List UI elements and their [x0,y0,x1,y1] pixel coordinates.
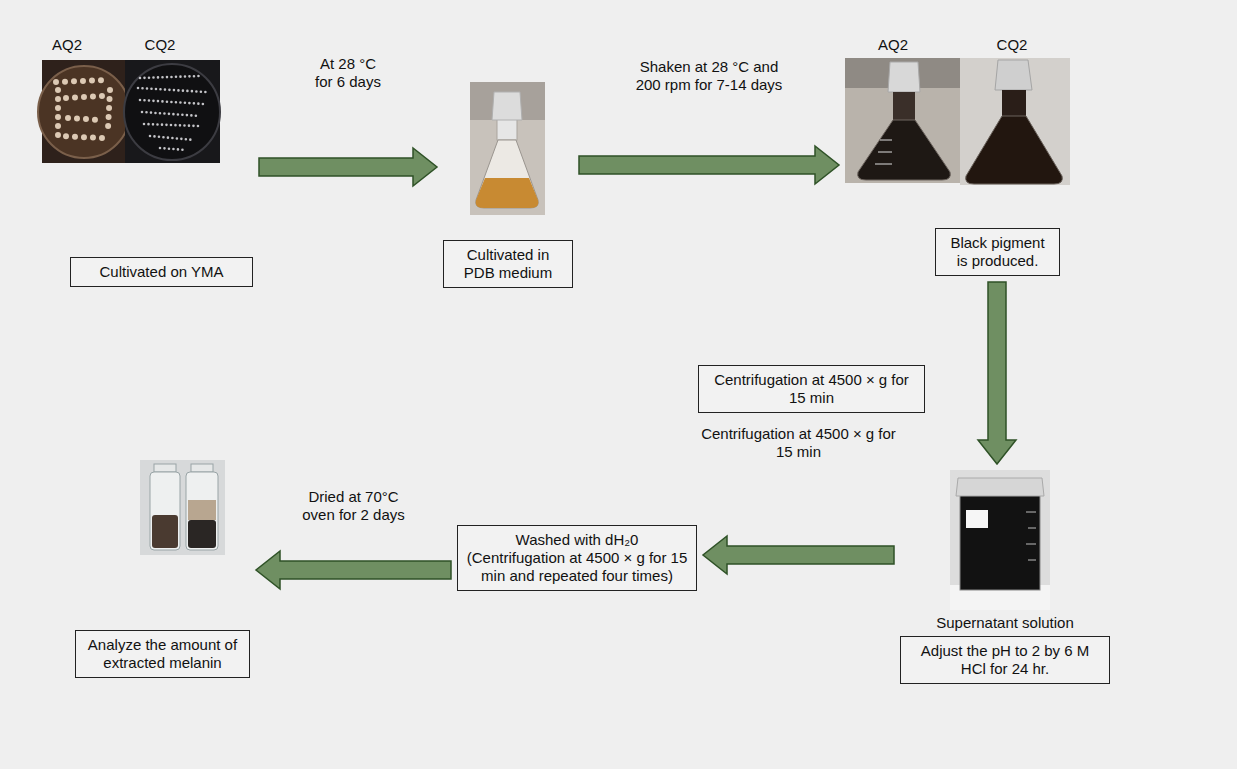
process-stage: Cultivated in PDB medium [443,82,573,288]
block-arrow [579,146,839,184]
flask-photo [845,58,960,183]
arrow-label: Shaken at 28 °C and 200 rpm for 7-14 day… [630,58,788,95]
process-stage: Centrifugation at 4500 × g for 15 min [698,365,925,413]
beaker-photo [950,470,1050,610]
photo-space [845,58,1070,228]
process-box: Black pigment is produced. [935,228,1060,276]
photo-space [900,470,1110,610]
photo-space [42,58,253,257]
photo-space [443,82,573,240]
sample-label: CQ2 [130,36,190,54]
process-stage: Supernatant solutionAdjust the pH to 2 b… [900,470,1110,684]
vial-photo [140,460,225,555]
process-box: Cultivated in PDB medium [443,240,573,288]
photo-space [75,460,250,630]
block-arrow [256,551,451,589]
petri-dish-photo [38,60,130,163]
process-box: Analyze the amount of extracted melanin [75,630,250,678]
process-box: Centrifugation at 4500 × g for 15 min [698,365,925,413]
block-arrow [978,282,1016,464]
process-box: Washed with dH₂0 (Centrifugation at 4500… [457,525,697,591]
process-box: Cultivated on YMA [70,257,253,287]
arrow-label: Dried at 70°C oven for 2 days [296,488,411,525]
arrow-label: Centrifugation at 4500 × g for 15 min [701,425,896,462]
petri-dish-photo [124,60,220,163]
block-arrow [703,536,894,574]
stage-caption: Supernatant solution [900,614,1110,632]
flask-photo [960,58,1070,185]
flask-photo [470,82,545,215]
process-stage: Washed with dH₂0 (Centrifugation at 4500… [457,525,697,591]
process-stage: Cultivated on YMA [42,58,253,287]
process-stage: Black pigment is produced. [845,58,1070,276]
sample-label: CQ2 [982,36,1042,54]
sample-label: AQ2 [863,36,923,54]
process-box: Adjust the pH to 2 by 6 M HCl for 24 hr. [900,636,1110,684]
arrow-label: At 28 °C for 6 days [312,55,384,92]
sample-label: AQ2 [37,36,97,54]
block-arrow [259,148,437,186]
process-stage: Analyze the amount of extracted melanin [75,460,250,678]
